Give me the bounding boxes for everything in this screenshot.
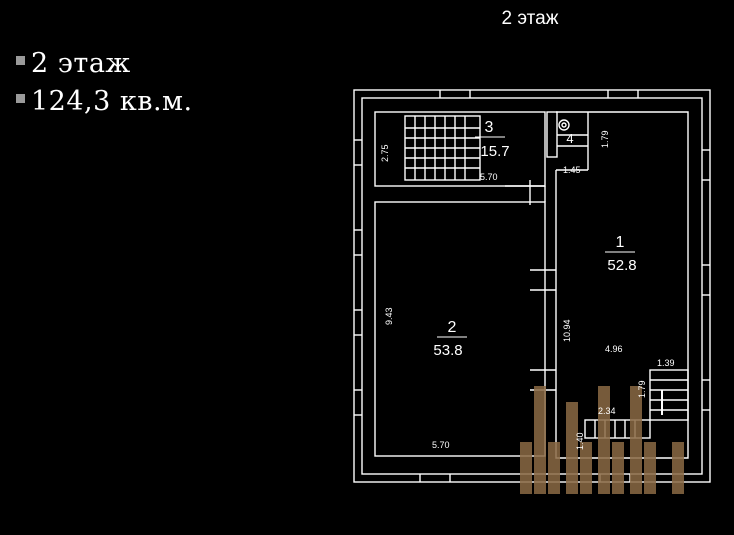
room-3-area: 15.7 [480,143,509,160]
windows [354,90,710,482]
room-1-outline [555,111,689,459]
info-item-area-text: 124,3 кв.м. [31,85,193,117]
info-item-floor-text: 2 этаж [31,47,131,79]
room-2-outline [374,201,546,457]
room-4-number: 4 [566,131,573,146]
dim-5-70-bottom: 5.70 [432,440,450,450]
inner-wall [361,97,703,475]
info-list: 2 этаж 124,3 кв.м. [16,44,193,120]
dim-5-70-top: 5.70 [480,172,498,182]
info-item-floor: 2 этаж [16,44,193,82]
dim-9-43: 9.43 [384,307,394,325]
watermark-logo [520,386,684,494]
square-bullet-icon [16,93,25,103]
dim-2-75: 2.75 [380,144,390,162]
toilet-icon [558,119,570,131]
dim-1-39: 1.39 [657,358,675,368]
dim-10-94: 10.94 [562,319,572,342]
room-3-outline [374,111,546,187]
room-2-area: 53.8 [433,342,462,359]
outer-wall [353,89,711,483]
room-1-number: 1 [616,234,625,251]
dim-2-34: 2.34 [598,406,616,416]
floor-title: 2 этаж [501,8,559,29]
floor-plan: 3 15.7 4 1 52.8 2 53.8 2.75 5.70 1.79 1.… [353,89,711,494]
dim-1-40: 1.40 [575,432,585,450]
info-item-area: 124,3 кв.м. [16,82,193,120]
dim-1-79-bottom: 1.79 [637,380,647,398]
room-3-number: 3 [485,119,494,136]
room-4-outline [546,111,558,158]
square-bullet-icon [16,55,25,65]
dim-4-96: 4.96 [605,344,623,354]
dim-1-79-top: 1.79 [600,130,610,148]
room-1-area: 52.8 [607,257,636,274]
staircase-lower [649,369,689,421]
dim-1-45: 1.45 [563,165,581,175]
room-2-number: 2 [448,319,457,336]
